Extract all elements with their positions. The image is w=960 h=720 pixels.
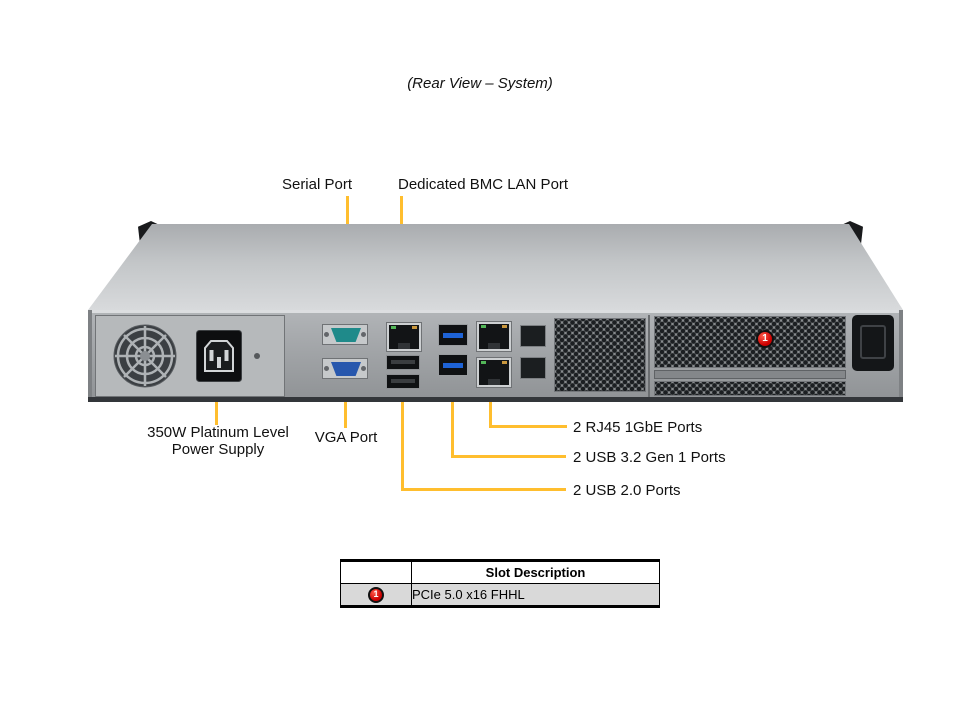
slot-1-badge: 1 xyxy=(756,330,774,348)
usb-3-2-port-top xyxy=(438,324,468,346)
callout-line-rj45-horizontal xyxy=(489,425,567,428)
table-header-badge-column xyxy=(340,559,412,584)
callout-line-usb32-vertical xyxy=(451,390,454,458)
usb-2-0-port-top xyxy=(386,355,420,370)
chassis-top-panel xyxy=(88,224,903,310)
rj45-bottom-opening xyxy=(479,360,509,385)
label-serial-port: Serial Port xyxy=(281,176,352,193)
psu-screw xyxy=(254,353,260,359)
psu-fan xyxy=(112,323,178,389)
psu-fan-icon xyxy=(113,324,177,388)
page-title: (Rear View – System) xyxy=(407,75,553,92)
pcie-slot-opening xyxy=(654,370,846,379)
rj45-1gbe-port-bottom xyxy=(476,357,512,388)
label-power-supply-line1: 350W Platinum Level xyxy=(147,424,289,441)
label-usb20-ports: 2 USB 2.0 Ports xyxy=(573,482,681,499)
callout-line-power-supply xyxy=(215,397,218,425)
usb-3-2-port-bottom xyxy=(438,354,468,376)
table-cell-description: PCIe 5.0 x16 FHHL xyxy=(411,583,660,608)
pcie-slot-area xyxy=(652,316,848,396)
label-power-supply: 350W Platinum Level Power Supply xyxy=(123,424,313,458)
table-header-description: Slot Description xyxy=(411,559,660,584)
rj45-top-opening xyxy=(479,324,509,349)
chassis-edge-bottom xyxy=(88,397,903,402)
chassis-edge-left xyxy=(88,310,92,402)
vga-port-pins xyxy=(331,362,361,376)
vent-grille-pcie-lower xyxy=(654,381,846,396)
callout-line-usb32-horizontal xyxy=(451,455,566,458)
power-cord-latch xyxy=(852,315,894,371)
label-usb32-ports: 2 USB 3.2 Gen 1 Ports xyxy=(573,449,726,466)
label-vga-port: VGA Port xyxy=(314,429,378,446)
panel-divider xyxy=(648,315,650,397)
vent-grille-center xyxy=(554,318,646,392)
table-header-row: Slot Description xyxy=(340,559,660,584)
connector-cutout-bottom xyxy=(520,357,546,379)
callout-line-usb20-vertical xyxy=(401,391,404,491)
label-bmc-lan-port: Dedicated BMC LAN Port xyxy=(398,176,569,193)
serial-port-pins xyxy=(331,328,361,342)
bmc-lan-opening xyxy=(389,325,419,349)
usb-2-0-port-bottom xyxy=(386,374,420,389)
slot-description-table: Slot Description 1 PCIe 5.0 x16 FHHL xyxy=(340,559,660,608)
table-cell-badge: 1 xyxy=(340,583,412,608)
callout-line-rj45-vertical xyxy=(489,390,492,428)
connector-cutout-top xyxy=(520,325,546,347)
bmc-lan-port xyxy=(386,322,422,352)
ac-inlet-icon xyxy=(196,330,242,382)
vga-port xyxy=(322,358,368,379)
callout-line-usb20-horizontal xyxy=(401,488,566,491)
vent-grille-pcie-upper xyxy=(654,316,846,368)
chassis-rear-panel: 1 xyxy=(88,310,903,402)
label-power-supply-line2: Power Supply xyxy=(171,441,265,458)
slot-1-table-badge: 1 xyxy=(368,586,384,603)
serial-port xyxy=(322,324,368,345)
chassis-top-lip xyxy=(88,310,903,313)
callout-line-vga xyxy=(344,384,347,428)
chassis-edge-right xyxy=(899,310,903,402)
power-supply-module xyxy=(95,315,285,397)
rj45-1gbe-port-top xyxy=(476,321,512,352)
ac-power-inlet xyxy=(196,330,242,382)
label-rj45-ports: 2 RJ45 1GbE Ports xyxy=(573,419,703,436)
table-row-slot-1: 1 PCIe 5.0 x16 FHHL xyxy=(340,583,660,608)
